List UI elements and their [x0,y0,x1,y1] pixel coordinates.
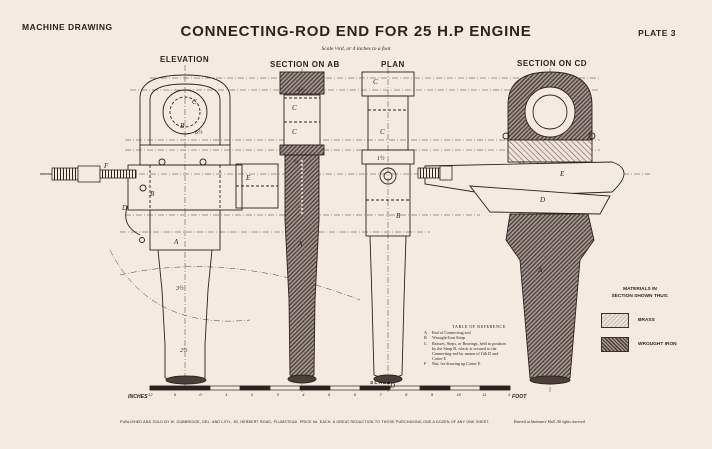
part-letter-e-cd: E [559,170,565,178]
dim-rod-end: 2½ [180,347,188,354]
part-letter-d-elev: D [121,204,127,212]
plate-title: CONNECTING-ROD END FOR 25 H.P ENGINE [180,23,532,40]
reference-table: TABLE OF REFERENCE A End of Connecting-ro… [424,324,534,367]
part-letter-c-plan: C [373,78,378,86]
legend-title-line1: MATERIALS IN [623,287,657,292]
elevation-bolt [40,165,137,183]
footer-rights: Entered at Stationers' Hall. All rights … [514,420,586,424]
scale-mark: 3 [276,392,279,397]
section-cd-bolt [417,165,453,181]
scale-mark: 7 [379,392,382,397]
reference-text: Cotter E [432,356,447,362]
brass-swatch [601,313,629,328]
part-letter-c-plan-2: C [380,128,385,136]
plate-number: PLATE 3 [638,28,676,38]
part-letter-a-cd: A [537,266,543,274]
section-cd-view [424,71,625,385]
reference-key: F [424,361,427,367]
scale-inches-label: INCHES [128,394,148,400]
scale-mark: 5 [328,392,331,397]
legend-row-brass: BRASS [601,313,655,328]
dim-plan-width: 1½ [377,155,385,162]
part-letter-e-elev: E [245,174,251,182]
scale-mark: 6 [353,392,356,397]
reference-text: by the Strap B, which is secured to the [432,345,497,351]
part-letter-d-cd: D [539,196,545,204]
reference-row: F Nut, for drawing up Cotter E [424,361,534,366]
scale-mark: 4 [302,392,305,397]
scale-bar [149,385,511,391]
scale-mark: 12 [148,392,153,397]
part-letter-b-strap: B [150,190,155,198]
dim-ring-width: 6½ [195,129,203,136]
reference-key: B [424,335,427,341]
reference-text: Wrought-Iron Strap [432,335,465,341]
scale-mark: 1 [225,392,228,397]
reference-row: Cotter E [424,356,534,361]
part-letter-d-plan: D [389,382,395,390]
view-label-section-ab: SECTION ON AB [270,60,340,69]
view-label-section-cd: SECTION ON CD [517,59,588,68]
scale-mark: 11 [482,392,487,397]
scale-mark: 6 [173,392,176,397]
reference-key: C [424,340,427,346]
scale-mark: 0 [199,392,202,397]
part-letter-b-plan: B [396,212,401,220]
legend-wrought-iron-label: WROUGHT IRON [638,342,677,347]
dimension-figures: 6½ 4½ 3½ 2½ 1½ ½ [175,87,385,354]
part-letter-c-ab-1: C [292,104,297,112]
view-label-plan: PLAN [381,60,405,69]
section-ab-view [279,71,325,384]
plan-view [361,71,415,384]
reference-row: A End of Connecting-rod [424,330,534,335]
view-label-elevation: ELEVATION [160,55,210,64]
scale-foot-label: FOOT [512,394,527,400]
reference-text: Nut, for drawing up Cotter E [432,361,481,367]
part-letter-a-elev: A [173,238,179,246]
dim-section-ab-top: 4½ [297,87,305,94]
scale-mark: 1 [508,392,511,397]
elevation-view [125,74,279,385]
reference-text: End of Connecting-rod [432,330,471,336]
reference-row: by the Strap B, which is secured to the [424,346,534,351]
legend-brass-label: BRASS [638,318,655,323]
part-letter-b-elev: B [180,122,185,130]
dim-section-ab-flange: ½ [294,159,299,166]
scale-mark: 8 [405,392,408,397]
scale-mark: 2 [250,392,254,397]
scale-mark: 10 [456,392,462,397]
reference-table-title: TABLE OF REFERENCE [452,324,506,329]
scale-label: SCALE [370,381,392,386]
reference-row: B Wrought-Iron Strap [424,335,534,340]
footer-publisher: PUBLISHED AND SOLD BY W. GUBBRIDGE, DEL.… [120,420,490,424]
part-letter-c-elev: C [192,98,197,106]
reference-key: A [424,330,428,336]
materials-legend: MATERIALS IN SECTION SHOWN THUS: BRASS W… [597,286,683,352]
legend-row-wrought-iron: WROUGHT IRON [601,337,677,352]
part-letter-f-elev: F [103,162,109,170]
part-letter-c-ab-2: C [292,128,297,136]
reference-text: Brasses, Steps, or Bearings, held in pos… [432,340,506,346]
dim-rod-width: 3½ [175,285,184,292]
wrought-iron-swatch [601,337,629,352]
legend-title-line2: SECTION SHOWN THUS: [611,294,669,299]
scale-mark: 9 [430,392,434,397]
reference-row: Connecting-rod by means of Gib D and [424,351,534,356]
reference-row: C Brasses, Steps, or Bearings, held in po… [424,341,534,346]
part-letters: B C B A E D F C C A C C B D E D A [103,78,565,390]
scale-note: Scale ⅓rd, or 4 inches to a foot [321,46,391,52]
part-letter-a-ab: A [297,240,303,248]
reference-text: Connecting-rod by means of Gib D and [432,351,499,357]
plate-subject: MACHINE DRAWING [22,22,113,32]
